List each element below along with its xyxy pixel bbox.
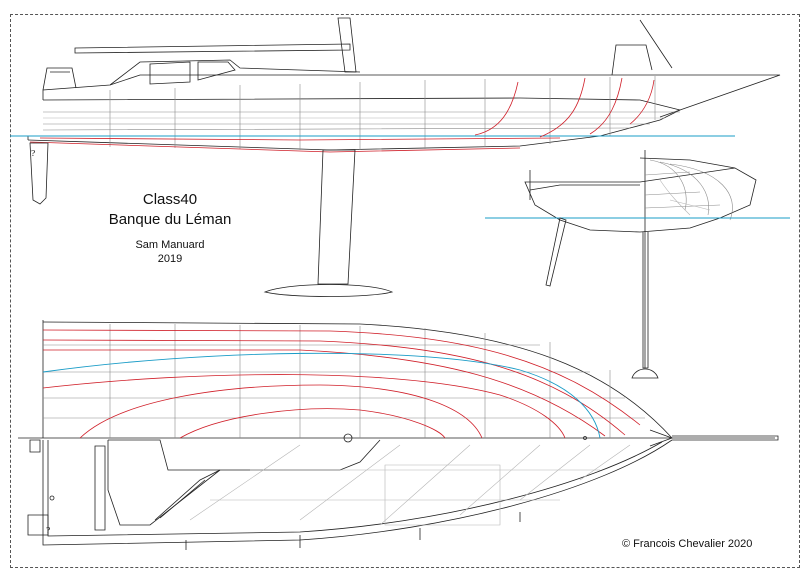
svg-text:?: ? xyxy=(46,526,50,535)
coachroof-plan xyxy=(107,439,381,526)
title-block: Class40 Banque du Léman Sam Manuard 2019 xyxy=(70,190,270,266)
deck-outline-lower xyxy=(42,439,673,546)
bowsprit xyxy=(672,435,779,441)
plan-view: ? xyxy=(18,320,779,550)
body-plan-view xyxy=(485,150,790,379)
hull-bottom xyxy=(27,109,681,151)
sheer-line xyxy=(42,74,781,118)
window-1 xyxy=(149,61,191,85)
stern-pulpit xyxy=(42,67,77,91)
boat-name: Banque du Léman xyxy=(108,211,232,228)
drawing-frame xyxy=(10,14,800,568)
section-outline xyxy=(524,167,757,233)
designer-name: Sam Manuard xyxy=(135,239,205,251)
canted-keel xyxy=(545,217,567,287)
boom xyxy=(74,43,351,54)
design-year: 2019 xyxy=(157,253,183,265)
keel-fin xyxy=(317,149,356,285)
copyright-credit: © Francois Chevalier 2020 xyxy=(622,538,753,550)
coachroof xyxy=(109,59,361,86)
rudder xyxy=(29,142,49,205)
cockpit-seat xyxy=(94,445,106,531)
forestay xyxy=(639,19,673,69)
keel-bulb-section xyxy=(631,368,659,379)
boat-class: Class40 xyxy=(142,191,198,208)
bow-pulpit xyxy=(611,44,653,76)
mast-stub xyxy=(337,17,357,73)
svg-text:?: ? xyxy=(31,149,35,158)
keel-bulb xyxy=(263,284,394,297)
rudder-stock xyxy=(27,514,49,536)
deck-edge xyxy=(42,97,681,111)
window-2 xyxy=(197,61,236,81)
deck-outline-upper xyxy=(42,321,673,439)
profile-view: ? xyxy=(10,17,781,297)
plan-waterline xyxy=(42,352,601,439)
